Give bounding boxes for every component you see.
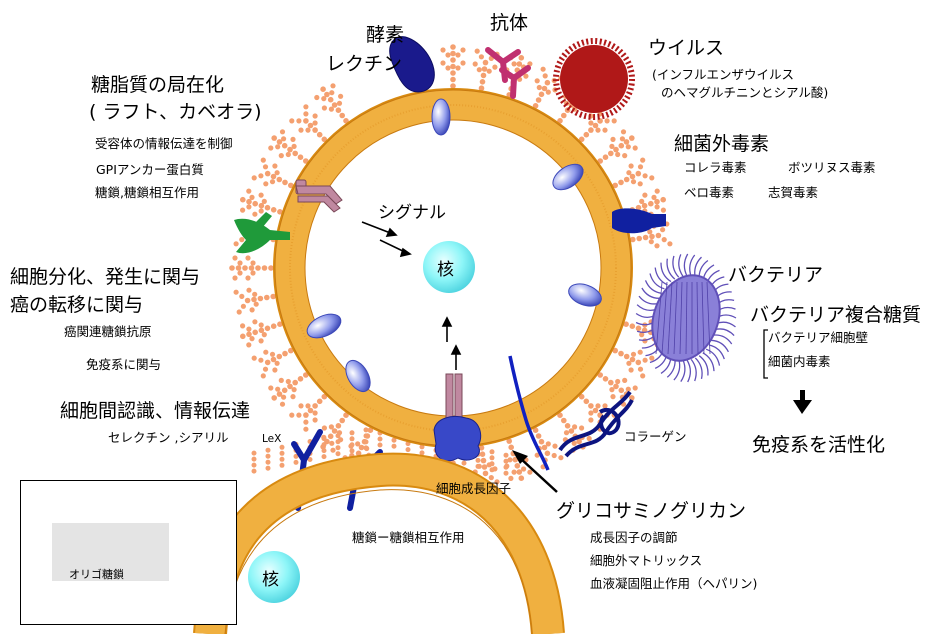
label-gag-note-2: 細胞外マトリックス: [590, 550, 702, 569]
label-bacteria-endotoxin: 細菌内毒素: [768, 351, 831, 370]
label-recognition: 細胞間認識、情報伝達: [60, 396, 250, 423]
label-toxin-shiga: 志賀毒素: [768, 182, 818, 201]
label-toxin-botulinum: ボツリヌス毒素: [788, 157, 876, 176]
label-nucleus-main: 核: [437, 255, 454, 280]
label-lex: LeX: [262, 433, 281, 445]
label-toxin-title: 細菌外毒素: [674, 129, 769, 156]
label-nucleus-neighbor: 核: [262, 565, 279, 590]
label-toxin-cholera: コレラ毒素: [684, 157, 747, 176]
label-immune-activate: 免疫系を活性化: [752, 430, 885, 457]
label-glycolipid-note-3: 糖鎖,糖鎖相互作用: [95, 182, 199, 201]
label-carb-interaction: 糖鎖ー糖鎖相互作用: [352, 527, 465, 546]
label-glycolipid-raft: ( ラフト、カベオラ): [89, 97, 262, 124]
label-selectin: セレクチン ,シアリル: [108, 427, 228, 446]
label-enzyme: 酵素: [366, 20, 404, 47]
label-collagen: コラーゲン: [624, 426, 687, 445]
label-virus-note-2: のヘマグルチニンとシアル酸): [661, 82, 828, 101]
label-virus-note-1: (インフルエンザウイルス: [652, 64, 794, 83]
label-virus: ウイルス: [648, 33, 724, 60]
label-bacteria: バクテリア: [728, 260, 823, 287]
label-gag-note-3: 血液凝固阻止作用（ヘパリン): [590, 573, 757, 592]
bacterial-toxin-shape: [612, 208, 666, 233]
label-immune-involvement: 免疫系に関与: [86, 354, 161, 373]
label-glycolipid-note-1: 受容体の情報伝達を制御: [95, 133, 233, 152]
membrane-protein-top: [432, 99, 450, 135]
label-signal: シグナル: [378, 198, 446, 223]
label-antibody: 抗体: [490, 8, 528, 35]
label-glycolipid-title: 糖脂質の局在化: [91, 70, 224, 97]
immune-arrow: [793, 390, 812, 414]
label-gag-note-1: 成長因子の調節: [590, 527, 678, 546]
label-glycolipid-note-2: GPIアンカー蛋白質: [96, 159, 204, 178]
label-toxin-vero: ベロ毒素: [684, 182, 734, 201]
label-cancer-metastasis: 癌の転移に関与: [10, 290, 143, 317]
label-cancer-antigen: 癌関連糖鎖抗原: [64, 321, 152, 340]
bacterium-shape: [636, 254, 736, 382]
label-growth-factor: 細胞成長因子: [436, 478, 511, 497]
legend-label: オリゴ糖鎖: [69, 566, 124, 582]
label-bacteria-cell-wall: バクテリア細胞壁: [768, 327, 868, 346]
legend-box: オリゴ糖鎖: [20, 480, 237, 625]
label-gag: グリコサミノグリカン: [556, 496, 746, 523]
label-differentiation: 細胞分化、発生に関与: [10, 262, 200, 289]
label-lectin: レクチン: [326, 49, 402, 76]
label-bacteria-complex: バクテリア複合糖質: [750, 300, 921, 327]
